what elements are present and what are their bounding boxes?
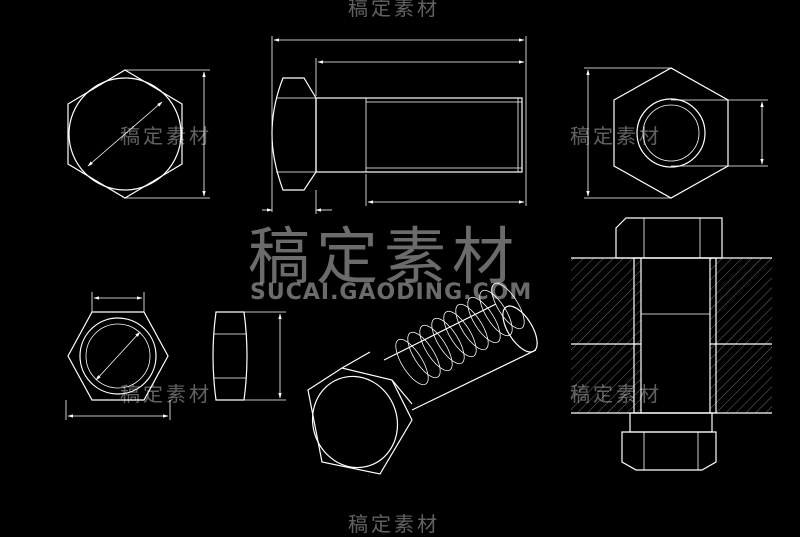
hex-nut-front-view xyxy=(584,67,768,199)
bolt-side-view xyxy=(262,36,527,214)
watermark-tile: 稿定素材 xyxy=(120,382,212,406)
hex-head-front-view xyxy=(67,69,210,199)
watermark-tile: 稿定素材 xyxy=(570,382,662,406)
watermark-tile: 稿定素材 xyxy=(348,512,440,536)
nut-side-view xyxy=(212,311,286,401)
watermark-tile: 稿定素材 xyxy=(348,0,440,20)
bolt-isometric-view xyxy=(307,282,538,475)
bolt-assembly-section xyxy=(571,217,772,471)
nut-front-view xyxy=(65,292,171,420)
watermark-url: SUCAI.GAODING.COM xyxy=(250,280,533,305)
watermark-tile: 稿定素材 xyxy=(120,124,212,148)
watermark-brand: 稿定素材 xyxy=(248,220,521,293)
watermark-tile: 稿定素材 xyxy=(570,124,662,148)
bolt-technical-drawing xyxy=(65,36,772,475)
